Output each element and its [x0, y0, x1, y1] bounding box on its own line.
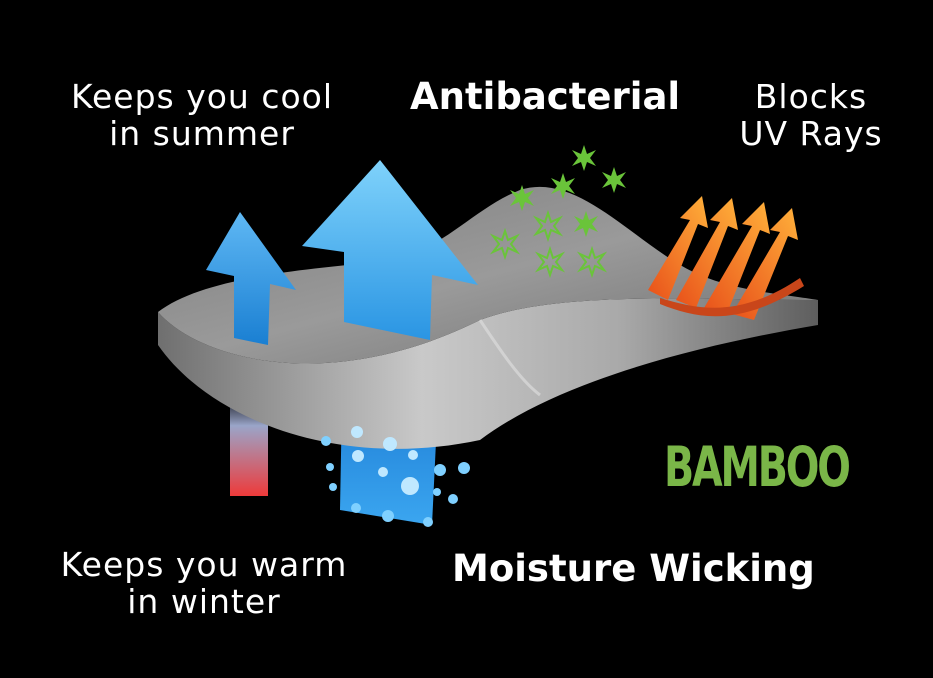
water-droplet-icon — [458, 462, 470, 474]
microbe-icon — [572, 145, 596, 171]
water-droplet-icon — [378, 467, 388, 477]
up-arrow-icon — [206, 212, 296, 345]
uv-ray-icon — [676, 198, 738, 308]
water-droplet-icon — [448, 494, 458, 504]
label-line: Blocks — [754, 77, 868, 116]
water-droplet-icon — [383, 437, 397, 451]
water-droplet-icon — [352, 450, 364, 462]
fabric-side — [158, 298, 818, 449]
antibacterial-label: Antibacterial — [410, 75, 681, 118]
uv-ray-reflection — [660, 278, 804, 317]
water-droplets — [321, 426, 470, 527]
water-droplet-icon — [433, 488, 441, 496]
warm-in-winter-label: Keeps you warm in winter — [46, 546, 362, 621]
uv-rays — [648, 196, 804, 320]
fabric-crease — [478, 319, 541, 397]
up-arrow-icon — [302, 160, 478, 340]
water-droplet-icon — [401, 477, 419, 495]
label-line: in winter — [127, 582, 281, 622]
fabric-top — [158, 186, 818, 364]
water-droplet-icon — [351, 503, 361, 513]
label-line: UV Rays — [739, 114, 883, 154]
water-droplet-icon — [329, 483, 337, 491]
moisture-wicking-label: Moisture Wicking — [452, 547, 815, 590]
water-droplet-icon — [326, 463, 334, 471]
uv-ray-icon — [704, 202, 770, 316]
label-line: Keeps you warm — [60, 545, 348, 584]
water-droplet-icon — [351, 426, 363, 438]
water-droplet-icon — [434, 464, 446, 476]
water-droplet-icon — [408, 450, 418, 460]
microbe-icon — [602, 167, 626, 193]
uv-ray-icon — [648, 196, 708, 300]
water-droplet-icon — [382, 510, 394, 522]
cool-in-summer-label: Keeps you cool in summer — [62, 78, 342, 153]
water-droplet-icon — [321, 436, 331, 446]
water-droplet-icon — [423, 517, 433, 527]
blocks-uv-label: Blocks UV Rays — [722, 78, 900, 153]
label-line: Keeps you cool — [70, 77, 334, 116]
label-line: in summer — [109, 114, 295, 154]
uv-ray-icon — [732, 208, 798, 320]
bamboo-brand-label: BAMBOO — [664, 435, 851, 499]
